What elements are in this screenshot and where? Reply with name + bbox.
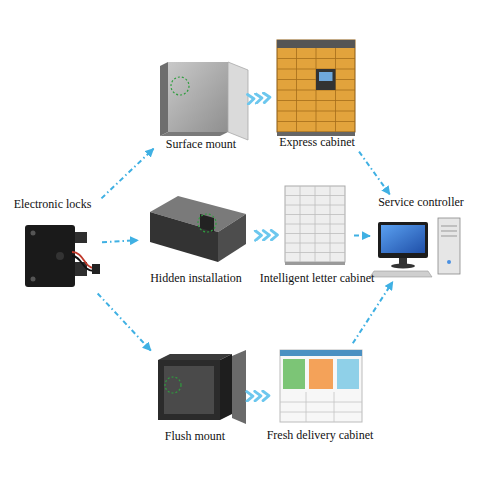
diagram-node: Fresh delivery cabinet — [272, 345, 368, 443]
node-label: Surface mount — [146, 138, 256, 152]
diagram-node: Electronic locks — [5, 198, 100, 292]
node-label: Flush mount — [140, 430, 250, 444]
diagram-node: Surface mount — [155, 55, 247, 152]
letter-cabinet-illustration — [285, 186, 345, 265]
chevron-arrow — [249, 97, 270, 99]
connectors — [98, 97, 393, 396]
dashed-arrow — [101, 149, 153, 199]
diagram-node: Hidden installation — [140, 188, 252, 286]
dashed-arrow — [102, 240, 138, 242]
dashed-arrow — [353, 282, 393, 344]
computer-illustration — [370, 218, 460, 277]
express-cabinet-illustration — [277, 40, 355, 136]
dashed-arrow — [359, 152, 390, 195]
dashed-arrow — [98, 293, 151, 350]
surface-mount-box — [160, 62, 248, 140]
diagram-node: Express cabinet — [272, 36, 362, 150]
dashed-arrow — [354, 234, 370, 237]
node-label: Intelligent letter cabinet — [242, 272, 392, 286]
node-label: Electronic locks — [0, 198, 108, 212]
diagram-node: Service controller — [372, 196, 470, 280]
node-label: Hidden installation — [136, 272, 256, 286]
diagram-node: Intelligent letter cabinet — [282, 182, 352, 286]
hidden-installation-box — [150, 196, 246, 262]
node-label: Service controller — [361, 196, 481, 210]
chevron-arrow — [247, 395, 270, 397]
electronic-lock-illustration — [25, 225, 100, 287]
chevron-arrow — [254, 234, 280, 236]
node-label: Express cabinet — [262, 136, 372, 150]
diagram-node: Flush mount — [145, 352, 245, 444]
node-label: Fresh delivery cabinet — [255, 429, 385, 443]
flush-mount-box — [158, 350, 246, 424]
fresh-cabinet-illustration — [280, 350, 362, 422]
